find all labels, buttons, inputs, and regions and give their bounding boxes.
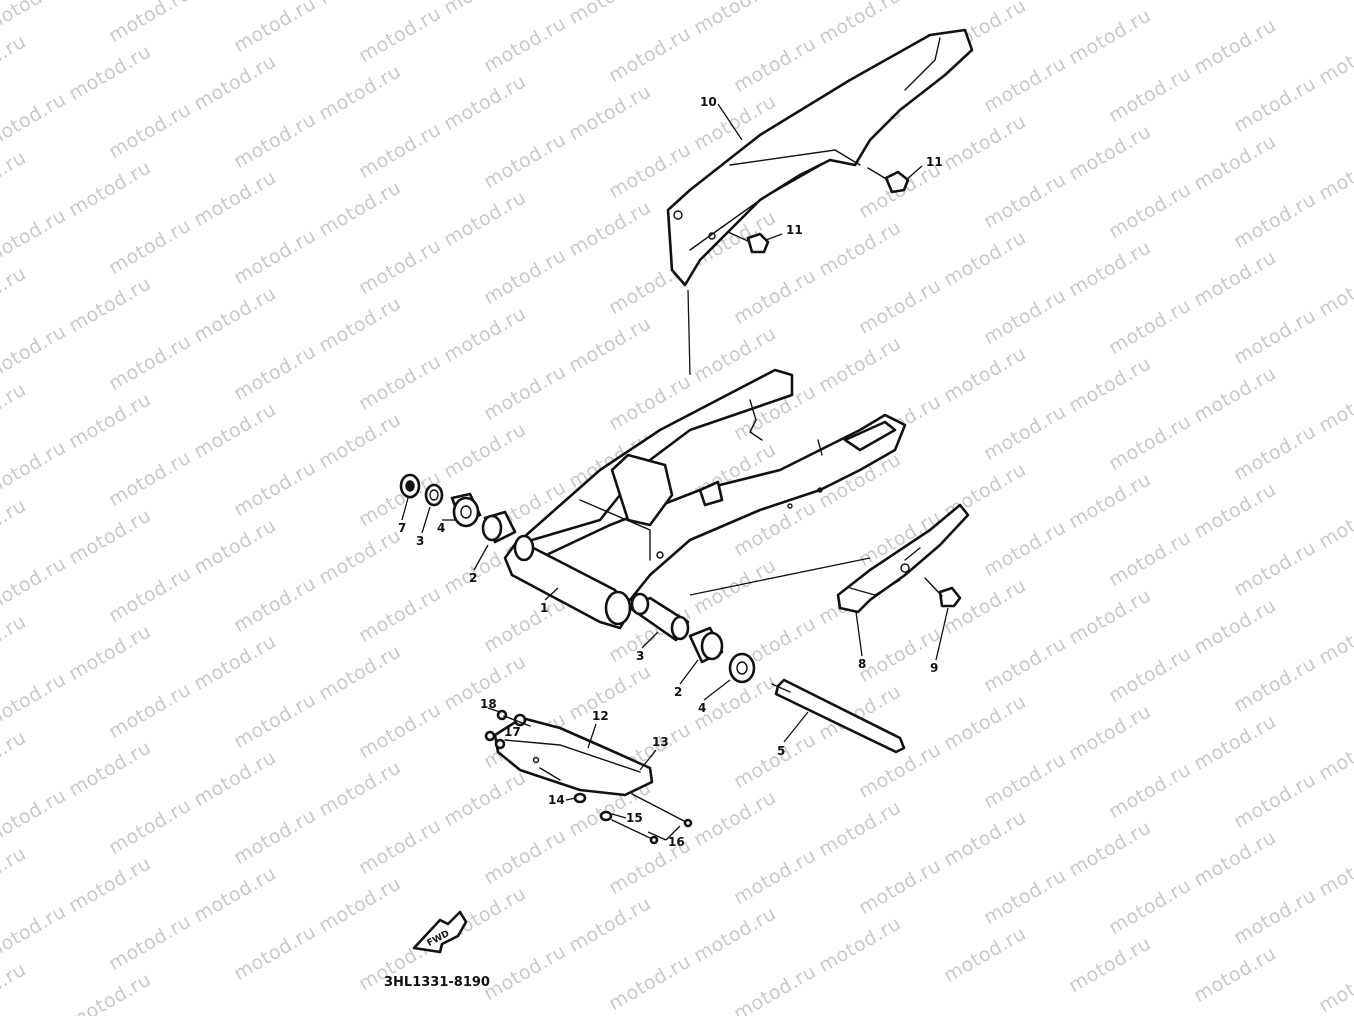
washer-15[interactable] xyxy=(599,810,613,822)
washer-14[interactable] xyxy=(573,792,587,804)
callout-17: 17 xyxy=(504,725,521,739)
callout-16: 16 xyxy=(668,835,685,849)
callout-10: 10 xyxy=(700,95,717,109)
bearing-4-right[interactable] xyxy=(728,652,756,684)
callout-9: 9 xyxy=(930,661,938,675)
drawing-code: 3HL1331-8190 xyxy=(384,975,490,990)
swingarm[interactable] xyxy=(503,368,907,630)
callout-5: 5 xyxy=(777,744,785,758)
chain-puller-8[interactable] xyxy=(836,503,970,614)
callout-11-lower: 11 xyxy=(786,223,803,237)
screw-18-group[interactable] xyxy=(484,709,531,750)
callout-1: 1 xyxy=(540,601,548,615)
bushing-2-left[interactable] xyxy=(481,510,517,544)
collar-3[interactable] xyxy=(628,592,690,642)
chain-case-guide-line xyxy=(687,289,691,376)
callout-14: 14 xyxy=(548,793,565,807)
nut-7[interactable] xyxy=(399,473,421,499)
bolt-16[interactable] xyxy=(611,793,693,845)
callout-4-left: 4 xyxy=(437,521,445,535)
bushing-2-right[interactable] xyxy=(688,626,724,664)
callout-15: 15 xyxy=(626,811,643,825)
callout-2-right: 2 xyxy=(674,685,682,699)
callout-13: 13 xyxy=(652,735,669,749)
callout-11-upper: 11 xyxy=(926,155,943,169)
chain-puller-guide-line xyxy=(689,557,871,596)
callout-8: 8 xyxy=(858,657,866,671)
callout-2-left: 2 xyxy=(469,571,477,585)
callout-18: 18 xyxy=(480,697,497,711)
bolt-9[interactable] xyxy=(924,577,962,608)
chain-case[interactable] xyxy=(666,28,974,287)
bearing-4-left[interactable] xyxy=(450,492,482,528)
pivot-shaft-5[interactable] xyxy=(771,678,906,754)
bolt-11-lower[interactable] xyxy=(727,231,770,254)
washer-5[interactable] xyxy=(424,483,444,507)
callout-7: 7 xyxy=(398,521,406,535)
bolt-11-upper[interactable] xyxy=(867,167,910,194)
callout-3-right: 3 xyxy=(636,649,644,663)
forward-arrow-icon: FWD xyxy=(412,910,468,954)
callout-3-left: 3 xyxy=(416,534,424,548)
callout-4-right: 4 xyxy=(698,701,706,715)
callout-12: 12 xyxy=(592,709,609,723)
chain-guard-12[interactable] xyxy=(493,716,654,797)
